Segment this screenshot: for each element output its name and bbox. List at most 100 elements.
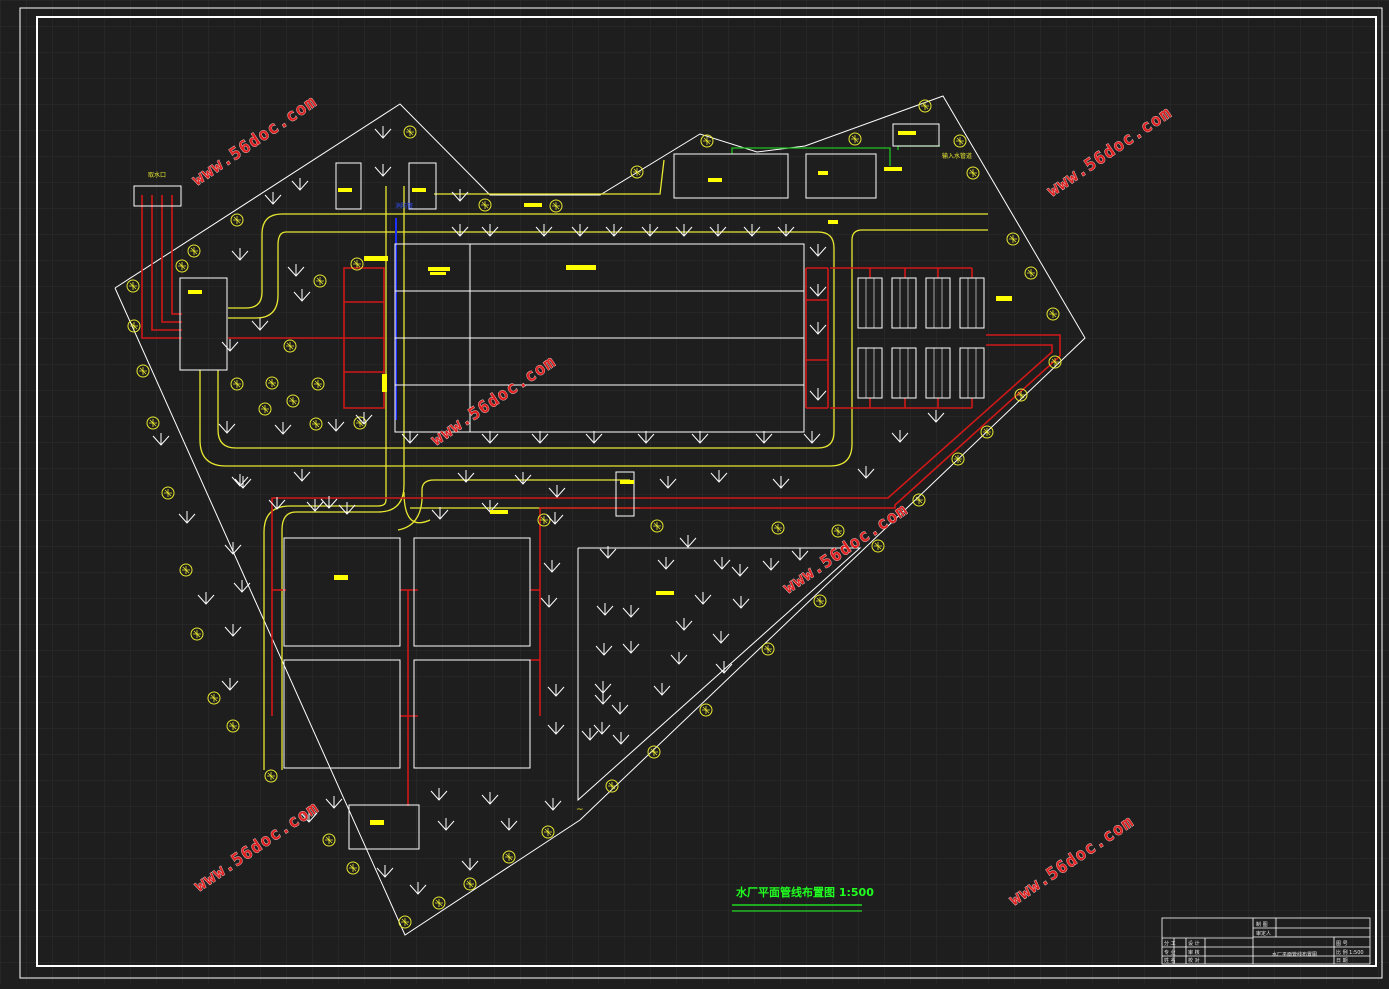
round-tree-icon [187, 244, 201, 258]
roads [199, 159, 988, 770]
shrub-icon [300, 810, 318, 823]
office-building [348, 804, 420, 850]
filter-unit [891, 347, 917, 399]
shrub-icon [544, 798, 562, 811]
shrub-icon [659, 476, 677, 489]
shrub-icon [755, 431, 773, 444]
shrub-icon [430, 788, 448, 801]
shrub-icon [612, 732, 630, 745]
shrub-icon [293, 289, 311, 302]
shrub-icon [374, 126, 392, 139]
shrub-icon [670, 652, 688, 665]
shrub-icon [641, 224, 659, 237]
round-tree-icon [478, 198, 492, 212]
round-tree-icon [350, 257, 364, 271]
round-trees [126, 99, 1062, 929]
round-tree-icon [549, 199, 563, 213]
round-tree-icon [918, 99, 932, 113]
tb-row-4: 制 图 [1256, 921, 1268, 928]
shrub-icon [675, 224, 693, 237]
shrub-icon [514, 472, 532, 485]
shrub-icon [437, 818, 455, 831]
shrub-icon [611, 702, 629, 715]
shrub-icon [809, 244, 827, 257]
round-tree-icon [264, 769, 278, 783]
shrub-icon [679, 535, 697, 548]
shrub-icon [431, 507, 449, 520]
shrub-icon [178, 511, 196, 524]
filter-unit [959, 277, 985, 329]
round-tree-icon [230, 213, 244, 227]
round-tree-icon [699, 703, 713, 717]
inflow-pipe-label: 输入水管道 [942, 152, 972, 160]
shrub-icon [622, 605, 640, 618]
label-block [428, 267, 450, 271]
shrub-icon [599, 546, 617, 559]
tb-right-3: 日 期 [1336, 958, 1348, 964]
shrub-icon [653, 683, 671, 696]
round-tree-icon [951, 452, 965, 466]
shrub-icon [221, 678, 239, 691]
tb-cell-2: 专 业 [1164, 949, 1176, 956]
shrub-icon [710, 470, 728, 483]
shrub-icon [540, 595, 558, 608]
round-tree-icon [980, 425, 994, 439]
round-tree-icon [966, 166, 980, 180]
tb-row-1: 设 计 [1188, 940, 1200, 947]
label-block [708, 178, 722, 182]
shrub-icon [224, 624, 242, 637]
shrub-icon [531, 431, 549, 444]
round-tree-icon [848, 132, 862, 146]
round-tree-icon [309, 417, 323, 431]
shrub-icon [451, 224, 469, 237]
round-tree-icon [126, 279, 140, 293]
label-block [656, 591, 674, 595]
shrub-icon [712, 631, 730, 644]
shrub-icon [732, 596, 750, 609]
drawing-title: 水厂平面管线布置图 1:500 [736, 885, 874, 899]
shrub-icon [857, 466, 875, 479]
shrub-icon [325, 796, 343, 809]
shrub-icon [274, 422, 292, 435]
label-block [382, 374, 387, 392]
label-block [338, 188, 352, 192]
round-tree-icon [286, 394, 300, 408]
tb-right-2: 比 例 1:500 [1336, 949, 1364, 956]
shrub-icon [657, 557, 675, 570]
shrub-icon [218, 421, 236, 434]
tb-right-1: 图 号 [1336, 941, 1348, 947]
shrub-icon [593, 722, 611, 735]
shrub-icon [409, 882, 427, 895]
clear-water-tank-3 [283, 659, 401, 769]
pump-house [179, 277, 228, 371]
shrub-icon [585, 431, 603, 444]
shrub-icon [221, 339, 239, 352]
round-tree-icon [146, 416, 160, 430]
shrub-icon [571, 224, 589, 237]
round-tree-icon [1024, 266, 1038, 280]
shrub-icon [327, 419, 345, 432]
round-tree-icon [871, 539, 885, 553]
shrub-icon [596, 603, 614, 616]
tb-row-5: 审定人 [1256, 930, 1271, 937]
round-tree-icon [761, 642, 775, 656]
shrub-icon [731, 564, 749, 577]
intake-label: 取水口 [148, 171, 166, 179]
round-tree-icon [226, 719, 240, 733]
shrub-icon [535, 224, 553, 237]
shrub-icon [791, 548, 809, 561]
round-tree-icon [322, 833, 336, 847]
round-tree-icon [1014, 388, 1028, 402]
clear-water-tank-2 [413, 537, 531, 647]
label-block [818, 171, 828, 175]
round-tree-icon [912, 493, 926, 507]
shrub-icon [251, 318, 269, 331]
shrub-icon [374, 164, 392, 177]
shrub-icon [691, 431, 709, 444]
shrub-icon [152, 433, 170, 446]
shrub-icon [581, 728, 599, 741]
round-tree-icon [190, 627, 204, 641]
label-block [828, 220, 838, 224]
